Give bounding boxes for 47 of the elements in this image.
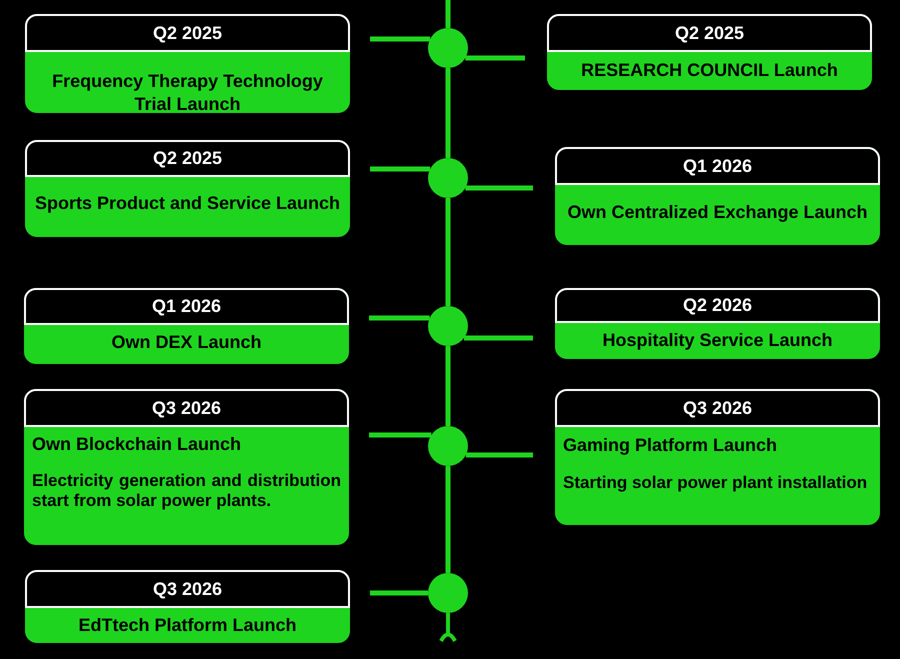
connector-line	[370, 590, 428, 596]
date-header: Q2 2025	[25, 140, 350, 177]
milestone-card	[547, 14, 872, 90]
milestone-card	[555, 147, 880, 245]
date-header: Q1 2026	[555, 147, 880, 185]
milestone-card	[555, 389, 880, 525]
milestone-title: Own Blockchain Launch	[32, 434, 242, 454]
date-header: Q3 2026	[25, 570, 350, 608]
milestone-title: RESEARCH COUNCIL Launch	[580, 59, 839, 82]
connector-line	[465, 186, 533, 190]
milestone-card	[555, 288, 880, 359]
connector-line	[446, 198, 450, 306]
date-header: Q2 2026	[555, 288, 880, 323]
connector-line	[464, 336, 533, 340]
milestone-title: Sports Product and Service Launch	[34, 192, 342, 215]
connector-line	[370, 166, 430, 172]
milestone-title: EdTtech Platform Launch	[77, 614, 298, 637]
connector-line	[446, 346, 450, 426]
milestone-dot	[428, 306, 468, 346]
connector-line	[466, 452, 533, 458]
milestone-dot	[428, 426, 468, 466]
milestone-description: Electricity generation and distribution start from solar power plants.	[32, 471, 341, 511]
milestone-card	[25, 570, 350, 643]
date-header: Q2 2025	[547, 14, 872, 52]
milestone-dot	[428, 573, 468, 613]
date-header: Q1 2026	[24, 288, 349, 325]
date-header: Q2 2025	[25, 14, 350, 52]
milestone-title: Gaming Platform Launch	[563, 435, 778, 455]
milestone-card	[24, 288, 349, 364]
milestone-card	[25, 140, 350, 237]
milestone-title: Own DEX Launch	[110, 331, 262, 354]
date-header: Q3 2026	[24, 389, 349, 427]
date-header: Q3 2026	[555, 389, 880, 427]
milestone-description: Starting solar power plant installation	[563, 473, 868, 493]
milestone-card	[24, 389, 349, 545]
milestone-dot	[428, 28, 468, 68]
connector-line	[465, 56, 525, 60]
connector-line	[446, 466, 450, 573]
milestone-dot	[428, 158, 468, 198]
milestone-title: Hospitality Service Launch	[601, 329, 834, 352]
milestone-title: Frequency Therapy Technology Trial Launch	[51, 70, 324, 116]
milestone-title: Own Centralized Exchange Launch	[566, 201, 869, 224]
connector-line	[369, 316, 430, 320]
connector-line	[370, 36, 430, 42]
milestone-card	[25, 14, 350, 113]
connector-line	[369, 432, 432, 438]
connector-line	[446, 68, 450, 158]
